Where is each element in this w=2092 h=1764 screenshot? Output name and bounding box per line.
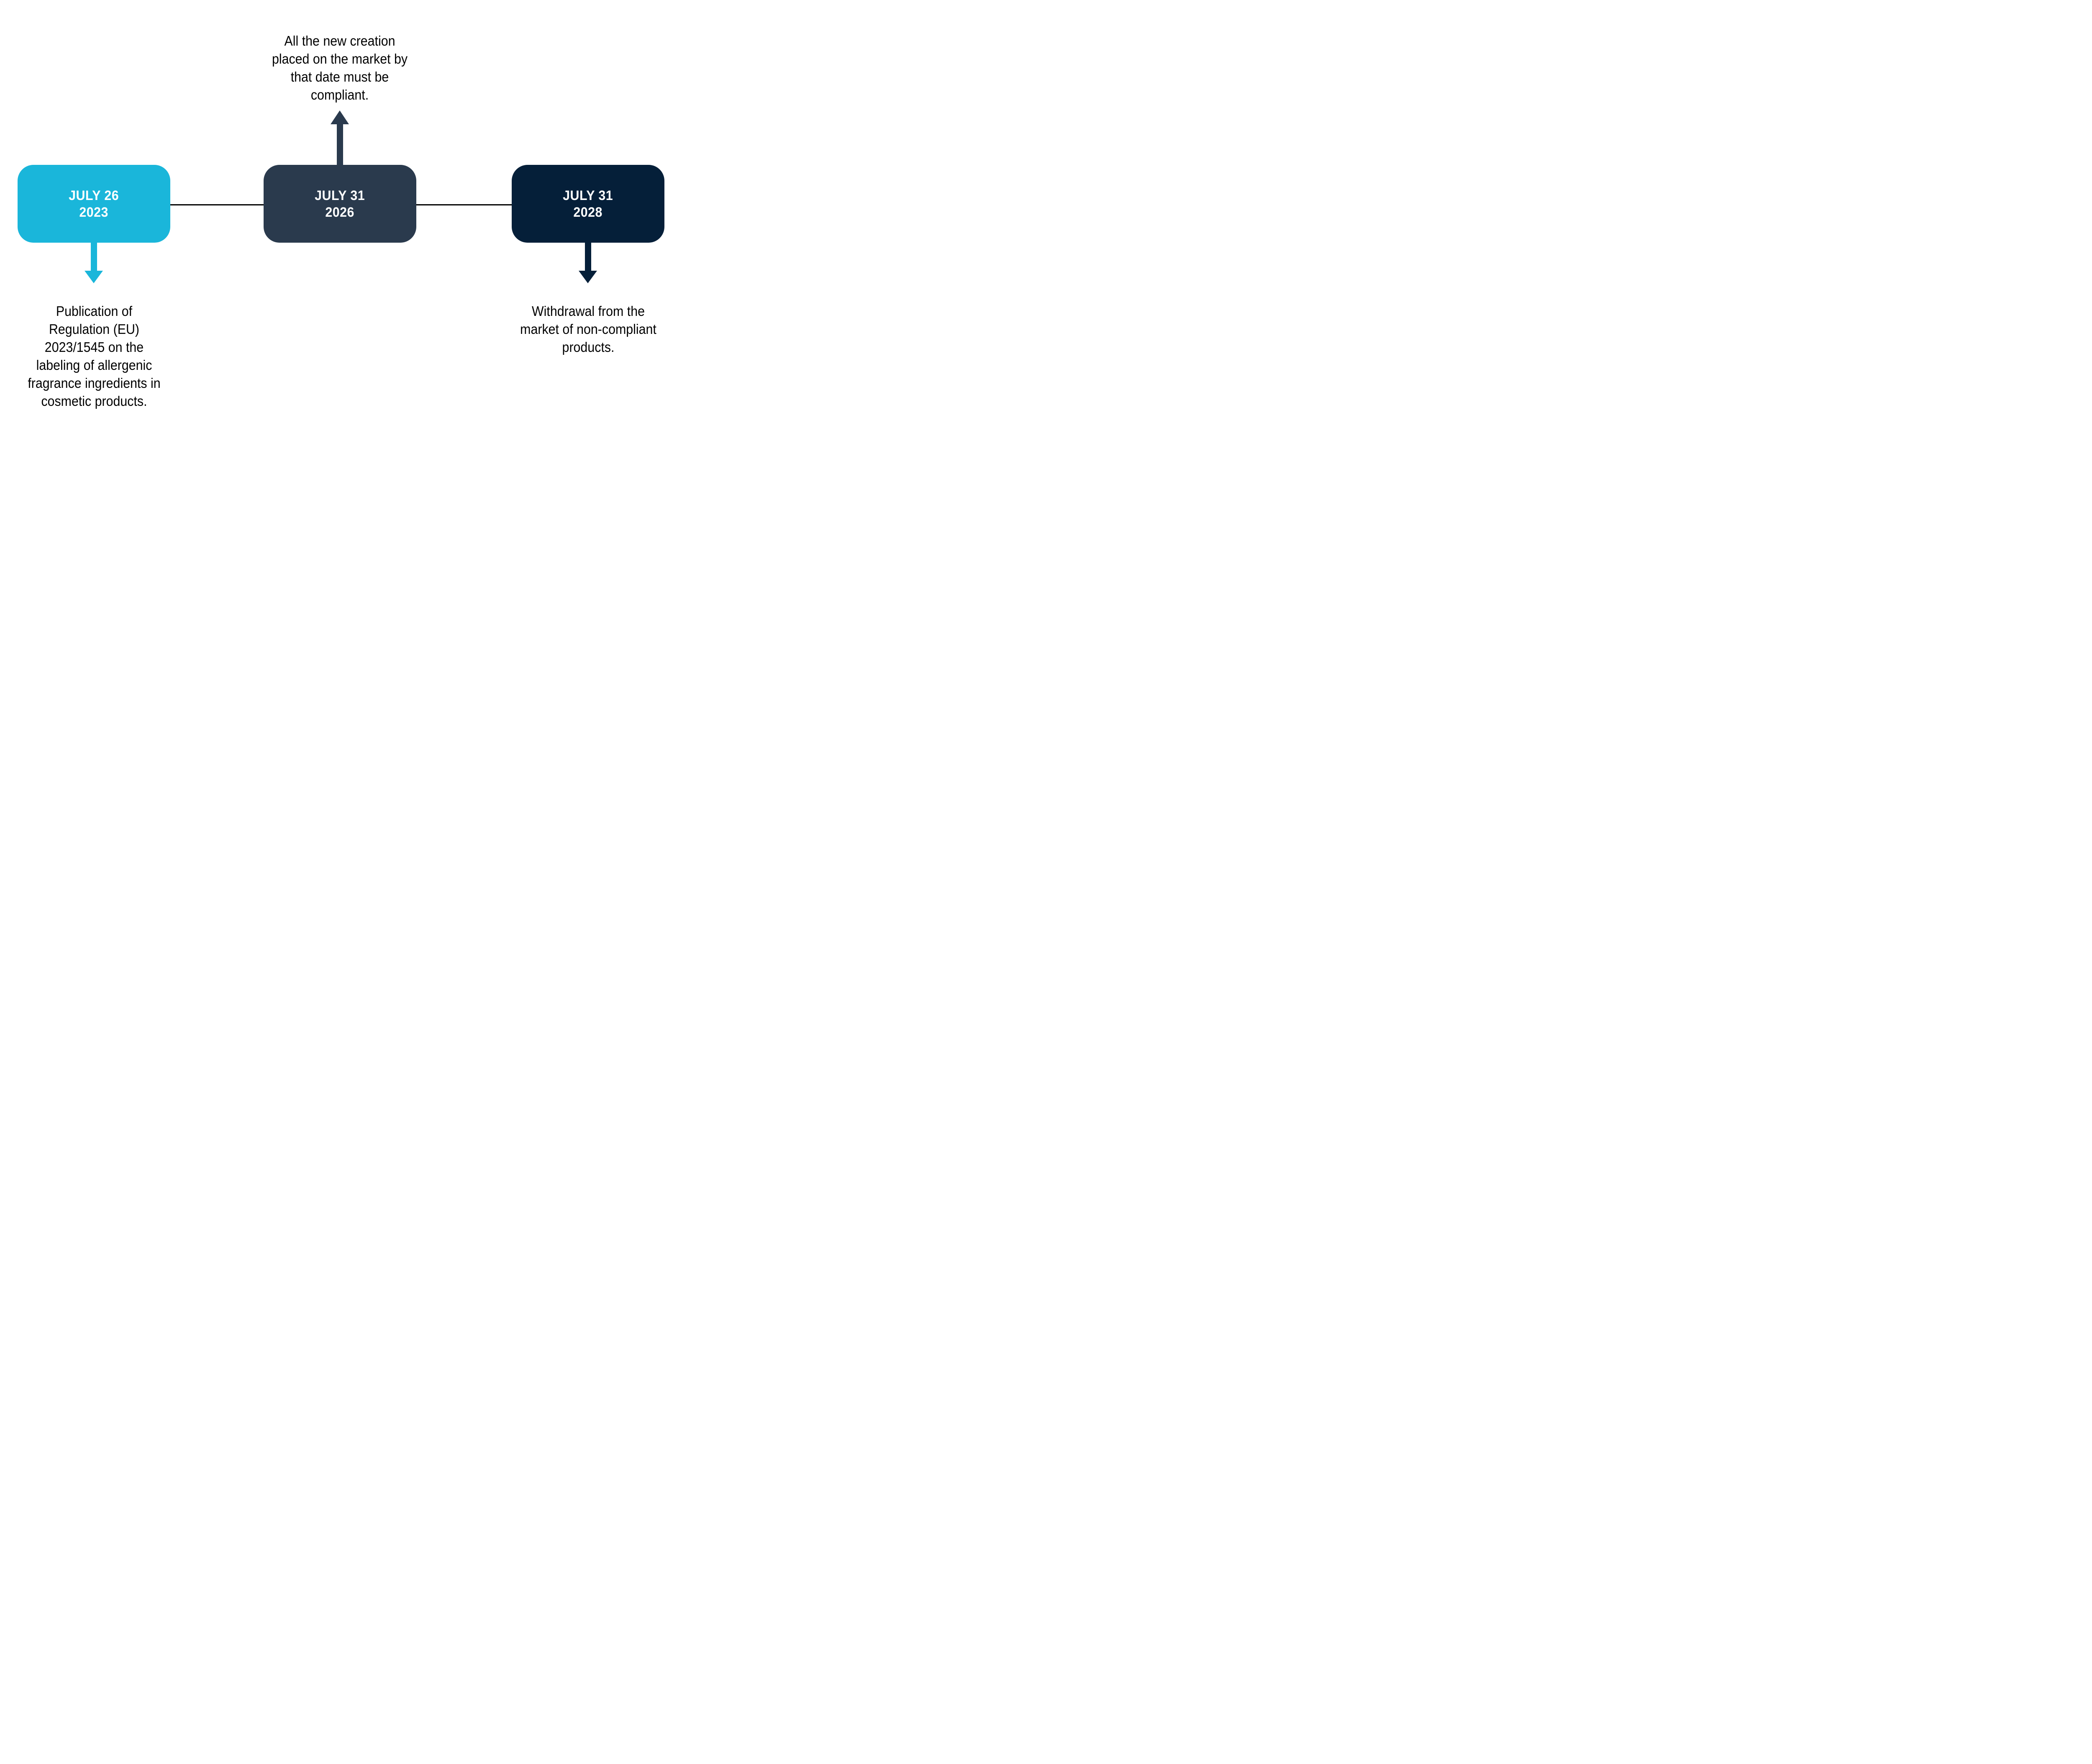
down-arrowhead-icon-2028 bbox=[579, 271, 597, 283]
date-label-2026: JULY 31 2026 bbox=[315, 188, 365, 220]
up-arrow-stem-2026 bbox=[337, 123, 343, 166]
down-arrow-stem-2028 bbox=[585, 241, 591, 271]
description-2028: Withdrawal from the market of non-compli… bbox=[520, 303, 656, 355]
date-box-july-31-2026: JULY 31 2026 bbox=[264, 165, 416, 243]
description-2023: Publication of Regulation (EU) 2023/1545… bbox=[28, 303, 161, 409]
up-arrowhead-icon-2026 bbox=[331, 110, 349, 124]
date-label-2023: JULY 26 2023 bbox=[69, 188, 119, 220]
down-arrow-stem-2023 bbox=[91, 241, 97, 271]
date-box-july-26-2023: JULY 26 2023 bbox=[18, 165, 170, 243]
date-label-2028: JULY 31 2028 bbox=[563, 188, 613, 220]
regulation-timeline-diagram: JULY 26 2023 Publication of Regulation (… bbox=[0, 0, 682, 441]
description-2026: All the new creation placed on the marke… bbox=[272, 33, 408, 103]
date-box-july-31-2028: JULY 31 2028 bbox=[512, 165, 664, 243]
down-arrowhead-icon-2023 bbox=[85, 271, 103, 283]
